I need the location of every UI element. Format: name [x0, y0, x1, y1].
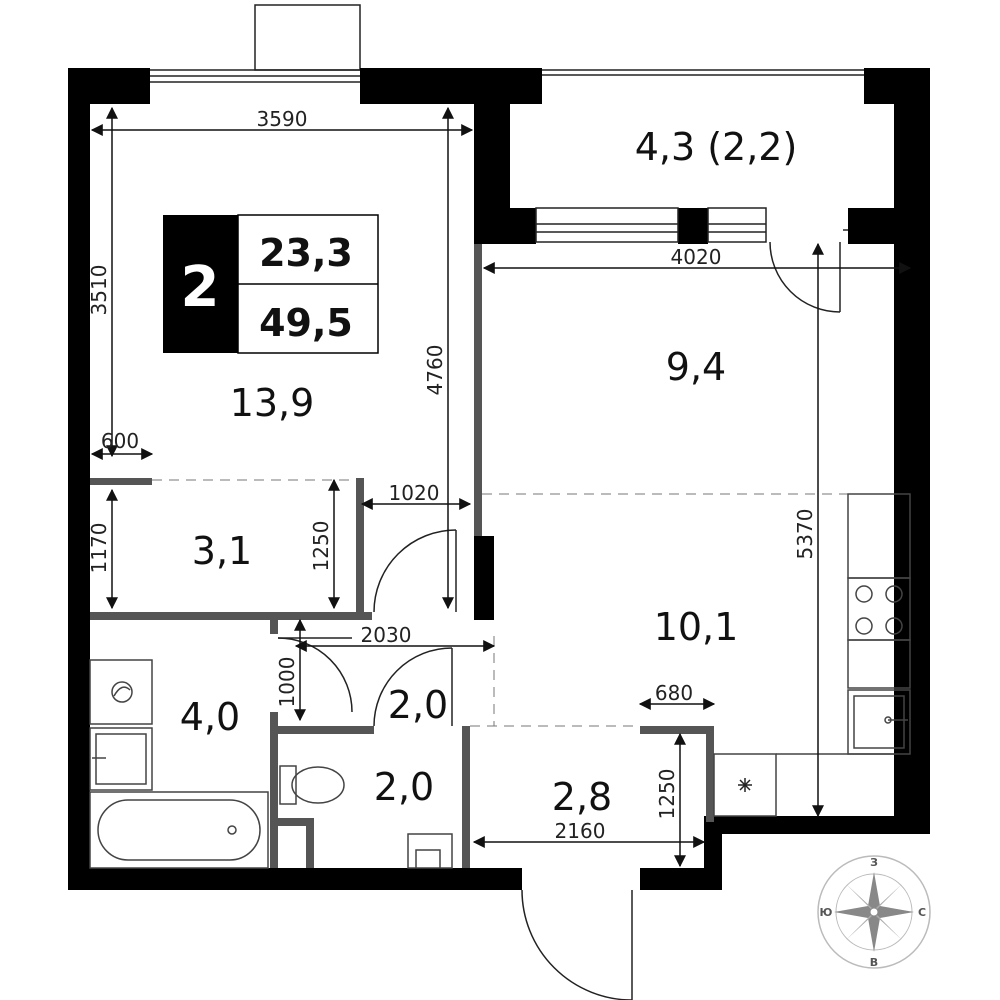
- dimension-lines: [90, 106, 912, 868]
- washing-machine-icon: [89, 659, 153, 725]
- dim-living-depth: 3510: [87, 265, 111, 316]
- toilet-icon: [291, 766, 345, 804]
- bathroom-fixtures: [89, 659, 269, 869]
- room-balcony-area: 4,3 (2,2): [635, 125, 798, 169]
- dim-1250-hall: 1250: [655, 769, 679, 820]
- dim-1000: 1000: [275, 657, 299, 708]
- drain-icon: [407, 833, 453, 869]
- room-count: 2: [181, 255, 220, 320]
- toilet-tank-icon: [279, 765, 297, 805]
- dim-living-width: 3590: [257, 107, 308, 131]
- room-toilet-area: 2,0: [374, 765, 434, 809]
- dim-4020: 4020: [671, 245, 722, 269]
- vent-box: [713, 753, 777, 817]
- toilet-fixtures: [279, 765, 453, 869]
- bay-window: [148, 4, 361, 83]
- room-hall-area: 2,8: [552, 775, 612, 819]
- balcony-windows: [535, 69, 864, 313]
- compass-east-label: С: [918, 906, 926, 919]
- dim-living-full: 4760: [423, 345, 447, 396]
- sink-icon: [89, 727, 153, 791]
- room-kitchen-bottom-area: 10,1: [654, 605, 739, 649]
- bathtub-icon: [89, 791, 269, 869]
- dim-2030: 2030: [361, 623, 412, 647]
- doors: [277, 529, 633, 1000]
- zone-lines: [152, 479, 894, 727]
- dim-600: 600: [101, 429, 139, 453]
- kitchen-fixtures: [713, 493, 911, 817]
- room-bathroom-area: 4,0: [180, 695, 240, 739]
- living-area: 23,3: [259, 231, 353, 275]
- vent-icon: [738, 778, 752, 792]
- dim-5370: 5370: [793, 509, 817, 560]
- room-living-area: 13,9: [230, 381, 315, 425]
- dim-1020: 1020: [389, 481, 440, 505]
- dim-680: 680: [655, 681, 693, 705]
- room-storage-area: 3,1: [192, 529, 252, 573]
- drum-icon: [111, 681, 133, 703]
- total-area: 49,5: [259, 301, 353, 345]
- dim-2160: 2160: [555, 819, 606, 843]
- dim-1170: 1170: [87, 523, 111, 574]
- compass-west-label: Ю: [820, 906, 833, 919]
- room-kitchen-top-area: 9,4: [666, 345, 726, 389]
- dim-1250-storage: 1250: [309, 521, 333, 572]
- apartment-badge: 2 23,3 49,5: [163, 214, 379, 354]
- partitions: [90, 244, 714, 868]
- compass-icon: З В Ю С: [817, 855, 931, 969]
- compass-north-label: З: [870, 856, 878, 869]
- compass-south-label: В: [870, 956, 878, 969]
- exterior-walls: [68, 68, 930, 890]
- room-corridor-area: 2,0: [388, 683, 448, 727]
